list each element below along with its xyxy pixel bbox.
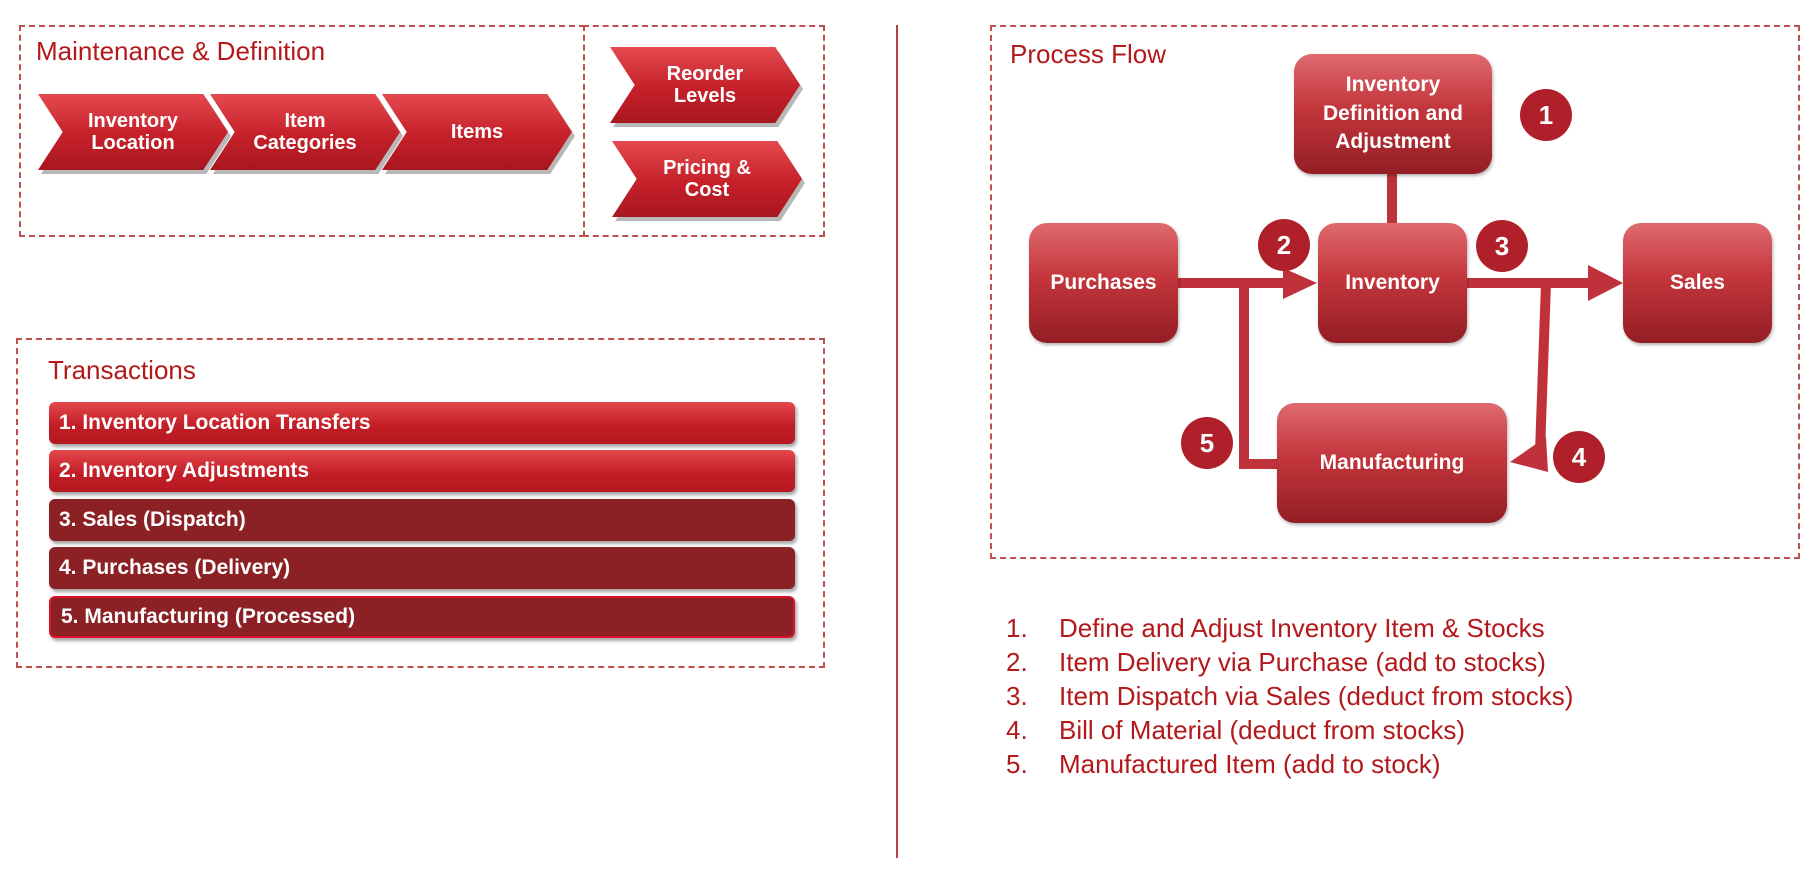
connector-inventory-manufacturing bbox=[1535, 282, 1551, 453]
node-inventory-definition[interactable]: Inventory Definition and Adjustment bbox=[1294, 54, 1492, 174]
legend-number: 2. bbox=[1006, 647, 1028, 677]
node-purchases[interactable]: Purchases bbox=[1029, 223, 1178, 343]
legend-text: Bill of Material (deduct from stocks) bbox=[1059, 715, 1466, 745]
chevron-label: Items bbox=[450, 121, 504, 143]
chevron-label: Item Categories bbox=[253, 110, 357, 154]
chevron-pricing-cost[interactable]: Pricing & Cost bbox=[612, 141, 805, 221]
transactions-title: Transactions bbox=[48, 355, 196, 385]
transaction-sales-dispatch[interactable]: 3. Sales (Dispatch) bbox=[49, 499, 795, 541]
legend-number: 3. bbox=[1006, 681, 1028, 711]
step-badge-1: 1 bbox=[1520, 89, 1572, 141]
transaction-manufacturing-processed[interactable]: 5. Manufacturing (Processed) bbox=[49, 596, 795, 638]
chevron-label: Reorder Levels bbox=[666, 63, 744, 107]
arrowhead-to-manufacturing bbox=[1510, 437, 1548, 472]
legend-number: 5. bbox=[1006, 749, 1028, 779]
step-badge-4: 4 bbox=[1553, 431, 1605, 483]
step-badge-3: 3 bbox=[1476, 220, 1528, 272]
legend-text: Define and Adjust Inventory Item & Stock… bbox=[1059, 613, 1545, 643]
chevron-item-categories[interactable]: Item Categories bbox=[210, 94, 403, 174]
node-manufacturing[interactable]: Manufacturing bbox=[1277, 403, 1507, 523]
maintenance-side-panel bbox=[583, 25, 825, 237]
transaction-inventory-adjustments[interactable]: 2. Inventory Adjustments bbox=[49, 450, 795, 492]
legend-number: 4. bbox=[1006, 715, 1028, 745]
step-badge-5: 5 bbox=[1181, 417, 1233, 469]
chevron-label: Inventory Location bbox=[87, 110, 179, 154]
legend-text: Manufactured Item (add to stock) bbox=[1059, 749, 1441, 779]
legend-number: 1. bbox=[1006, 613, 1028, 643]
vertical-divider bbox=[896, 25, 898, 858]
transaction-purchases-delivery[interactable]: 4. Purchases (Delivery) bbox=[49, 547, 795, 589]
legend-text: Item Delivery via Purchase (add to stock… bbox=[1059, 647, 1546, 677]
chevron-label: Pricing & Cost bbox=[663, 157, 751, 201]
transactions-panel bbox=[16, 338, 825, 668]
connector-manufacturing-inventory bbox=[1239, 283, 1278, 469]
process-flow-title: Process Flow bbox=[1010, 39, 1167, 69]
maintenance-title: Maintenance & Definition bbox=[36, 36, 326, 66]
chevron-reorder-levels[interactable]: Reorder Levels bbox=[610, 47, 803, 127]
chevron-inventory-location[interactable]: Inventory Location bbox=[38, 94, 231, 174]
legend-text: Item Dispatch via Sales (deduct from sto… bbox=[1059, 681, 1574, 711]
arrowhead-to-sales bbox=[1588, 265, 1623, 301]
arrowhead-to-inventory bbox=[1283, 268, 1317, 299]
node-inventory[interactable]: Inventory bbox=[1318, 223, 1467, 343]
process-flow-panel bbox=[990, 25, 1800, 559]
step-badge-2: 2 bbox=[1258, 219, 1310, 271]
chevron-items[interactable]: Items bbox=[382, 94, 575, 174]
node-sales[interactable]: Sales bbox=[1623, 223, 1772, 343]
transaction-inventory-location-transfers[interactable]: 1. Inventory Location Transfers bbox=[49, 402, 795, 444]
